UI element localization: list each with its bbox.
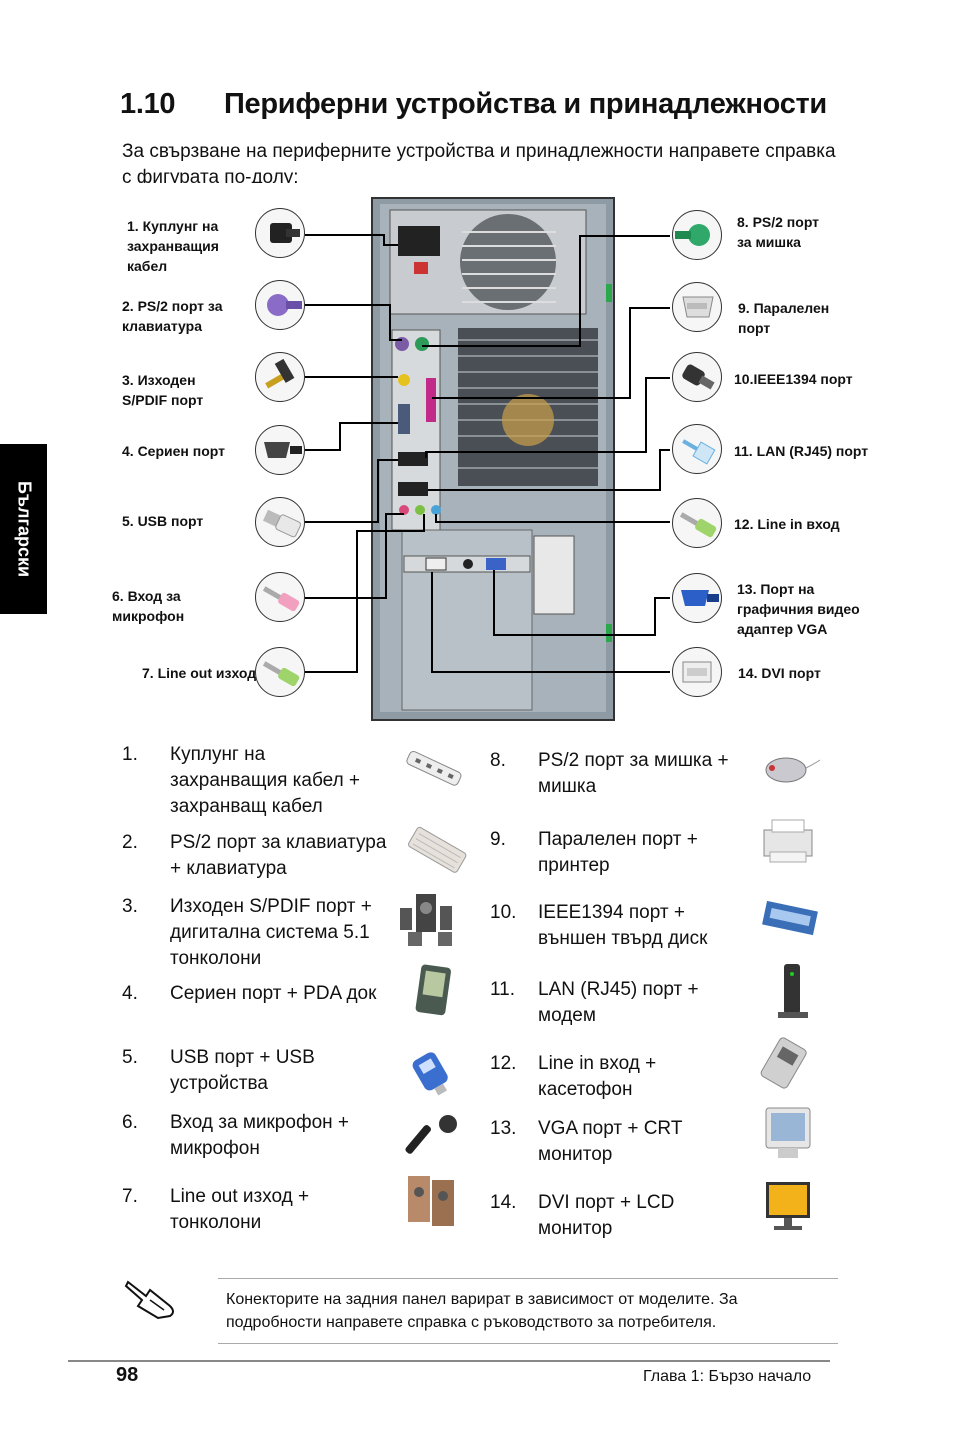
device-text: PS/2 порт за клавиатура + клавиатура — [170, 832, 387, 879]
device-text: Вход за микрофон + микрофон — [170, 1112, 350, 1159]
device-num: 4. — [122, 983, 138, 1004]
keyboard-icon — [408, 826, 467, 873]
device-text: Паралелен порт + принтер — [538, 829, 698, 876]
device-num: 9. — [490, 829, 506, 850]
port-label-mic: 6. Вход за микрофон — [112, 588, 185, 624]
power-cord-icon — [255, 208, 305, 258]
parallel-plug-icon — [672, 282, 722, 332]
cassette-player-icon — [760, 1037, 807, 1089]
external-hdd-icon — [762, 900, 818, 936]
port-label-ieee1394: 10.IEEE1394 порт — [734, 371, 853, 387]
speakers-icon — [408, 1176, 454, 1226]
device-num: 10. — [490, 902, 517, 923]
port-label-ps2-keyboard: 2. PS/2 порт за клавиатура — [122, 298, 223, 334]
printer-icon — [763, 819, 813, 863]
device-text: Сериен порт + PDA док — [170, 983, 377, 1004]
crt-monitor-icon — [765, 1107, 811, 1158]
pda-icon — [415, 964, 451, 1016]
language-tab: Български — [0, 444, 47, 614]
port-label-line-in: 12. Line in вход — [734, 516, 840, 532]
port-label-parallel: 9. Паралелен порт — [738, 300, 830, 336]
page-number: 98 — [116, 1364, 139, 1386]
port-label-ps2-mouse: 8. PS/2 порт за мишка — [737, 214, 820, 250]
device-num: 7. — [122, 1186, 138, 1207]
note-text: Конекторите на задния панел варират в за… — [226, 1291, 738, 1331]
line-in-plug-icon — [672, 498, 722, 548]
mouse-icon — [765, 757, 821, 783]
section-number: 1.10 — [120, 88, 176, 120]
device-num: 1. — [122, 744, 138, 765]
device-text: Line out изход + тонколони — [170, 1186, 310, 1233]
section-heading: Периферни устройства и принадлежности — [224, 88, 827, 120]
port-label-line-out: 7. Line out изход — [142, 665, 257, 681]
device-num: 12. — [490, 1053, 517, 1074]
device-text: PS/2 порт за мишка + мишка — [538, 750, 729, 797]
device-num: 3. — [122, 896, 138, 917]
intro-text: За свързване на периферните устройства и… — [122, 141, 836, 183]
mic-plug-icon — [255, 572, 305, 622]
ieee1394-plug-icon — [672, 352, 722, 402]
lcd-monitor-icon — [766, 1182, 810, 1230]
device-num: 2. — [122, 832, 138, 853]
port-label-power: 1. Куплунг на захранващия кабел — [127, 218, 219, 274]
spdif-plug-icon — [255, 352, 305, 402]
device-text: DVI порт + LCD монитор — [538, 1192, 675, 1239]
chapter-title: Глава 1: Бързо начало — [643, 1368, 812, 1385]
device-text: Куплунг на захранващия кабел + захранващ… — [170, 744, 361, 817]
usb-plug-icon — [255, 497, 305, 547]
device-text: VGA порт + CRT монитор — [538, 1118, 683, 1165]
usb-drive-icon — [412, 1052, 448, 1096]
back-panel-diagram — [305, 197, 670, 721]
ps2-keyboard-plug-icon — [255, 280, 305, 330]
device-num: 13. — [490, 1118, 517, 1139]
speaker-system-icon — [400, 894, 452, 946]
device-num: 11. — [490, 979, 516, 1000]
footer-divider — [68, 1360, 830, 1362]
power-strip-icon — [406, 750, 462, 786]
port-label-vga: 13. Порт на графичния видео адаптер VGA — [737, 581, 860, 637]
port-label-spdif: 3. Изходен S/PDIF порт — [122, 372, 204, 408]
device-text: Line in вход + касетофон — [538, 1053, 657, 1100]
device-text: USB порт + USB устройства — [170, 1047, 315, 1094]
pc-case-rear-illustration — [371, 197, 615, 721]
ps2-mouse-plug-icon — [672, 210, 722, 260]
port-label-usb: 5. USB порт — [122, 513, 204, 529]
device-num: 8. — [490, 750, 506, 771]
device-text: Изходен S/PDIF порт + дигитална система … — [170, 896, 372, 969]
port-label-lan: 11. LAN (RJ45) порт — [734, 443, 869, 459]
port-label-serial: 4. Сериен порт — [122, 443, 225, 459]
device-num: 14. — [490, 1192, 517, 1213]
device-num: 5. — [122, 1047, 138, 1068]
line-out-plug-icon — [255, 647, 305, 697]
vga-plug-icon — [672, 573, 722, 623]
section-title: 1.10 Периферни устройства и принадлежност… — [120, 88, 827, 121]
modem-icon — [778, 964, 808, 1018]
port-label-dvi: 14. DVI порт — [738, 665, 821, 681]
microphone-icon — [405, 1115, 457, 1154]
device-num: 6. — [122, 1112, 138, 1133]
note-box — [218, 1278, 838, 1344]
lan-plug-icon — [672, 424, 722, 474]
dvi-plug-icon — [672, 647, 722, 697]
device-text: LAN (RJ45) порт + модем — [538, 979, 699, 1026]
device-text: IEEE1394 порт + външен твърд диск — [538, 902, 708, 949]
serial-plug-icon — [255, 425, 305, 475]
pointing-hand-icon — [124, 1280, 174, 1320]
